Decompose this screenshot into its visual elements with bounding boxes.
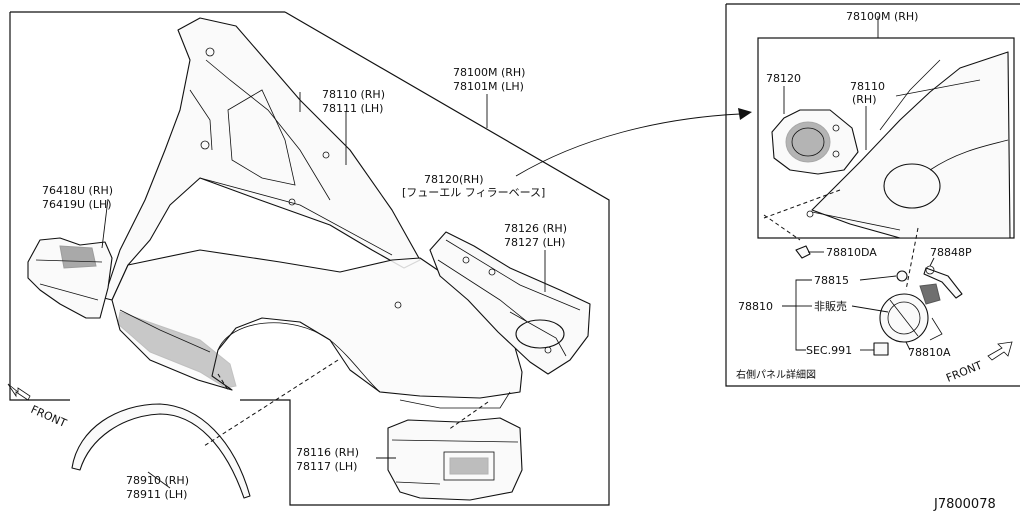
label-78111-lh: 78111 (LH) xyxy=(322,102,383,115)
wheel-arch-moulding xyxy=(71,403,251,499)
label-front-left: FRONT xyxy=(29,403,69,430)
detail-rod xyxy=(923,265,963,299)
detail-sec991-box xyxy=(873,342,889,356)
diagram-id: J7800078 xyxy=(933,497,996,512)
quarter-inner-panel xyxy=(103,17,421,301)
detail-clip-78810da xyxy=(795,245,811,259)
detail-label-78810da: 78810DA xyxy=(826,246,877,259)
detail-label-78810: 78810 xyxy=(738,300,773,313)
lower-quarter-panel xyxy=(387,417,523,501)
label-78117-lh: 78117 (LH) xyxy=(296,460,357,473)
detail-fuel-lid xyxy=(879,283,943,343)
detail-label-78110: 78110 xyxy=(850,80,885,93)
detail-leader-lines xyxy=(782,16,935,351)
label-76418u-rh: 76418U (RH) xyxy=(42,184,113,197)
front-arrow-right xyxy=(987,341,1013,361)
fuel-filler-base xyxy=(429,231,591,375)
label-78126-rh: 78126 (RH) xyxy=(504,222,567,235)
detail-label-front-right: FRONT xyxy=(944,359,984,385)
label-78127-lh: 78127 (LH) xyxy=(504,236,565,249)
label-78100m-rh: 78100M (RH) xyxy=(453,66,525,79)
detail-quarter-panel xyxy=(806,51,1011,239)
detail-label-78110-rh: (RH) xyxy=(852,93,877,106)
detail-dash-3 xyxy=(905,227,919,291)
detail-label-78815: 78815 xyxy=(814,274,849,287)
label-78116-rh: 78116 (RH) xyxy=(296,446,359,459)
connection-lines xyxy=(203,359,489,447)
front-arrow-left xyxy=(7,383,31,401)
main-leader-lines xyxy=(101,92,546,489)
detail-panel-frame xyxy=(725,3,1020,387)
quarter-outer-panel xyxy=(111,249,523,409)
detail-dash-1 xyxy=(763,214,801,241)
detail-caption: 右側パネル詳細図 xyxy=(736,368,816,381)
detail-label-sec991: SEC.991 xyxy=(806,344,852,357)
label-78120-note: [フューエル フィラーベース] xyxy=(402,186,545,199)
label-78910-rh: 78910 (RH) xyxy=(126,474,189,487)
label-78120-rh: 78120(RH) xyxy=(424,173,484,186)
main-assembly-frame xyxy=(9,11,610,506)
side-bracket xyxy=(27,237,113,319)
detail-label-78848p: 78848P xyxy=(930,246,972,259)
detail-clip-78815 xyxy=(896,270,908,282)
detail-label-78120: 78120 xyxy=(766,72,801,85)
label-78101m-lh: 78101M (LH) xyxy=(453,80,524,93)
label-76419u-lh: 76419U (LH) xyxy=(42,198,112,211)
detail-arrow-line xyxy=(515,113,741,177)
detail-label-78810a: 78810A xyxy=(908,346,951,359)
detail-arrow-head xyxy=(738,108,752,120)
detail-label-not-sold: 非販売 xyxy=(814,300,847,313)
main-labels: 78100M (RH) 78101M (LH) 78110 (RH) 78111… xyxy=(29,66,567,501)
detail-label-78100m-rh: 78100M (RH) xyxy=(846,10,918,23)
label-78911-lh: 78911 (LH) xyxy=(126,488,187,501)
label-78110-rh: 78110 (RH) xyxy=(322,88,385,101)
detail-fuel-filler-base xyxy=(771,109,859,175)
